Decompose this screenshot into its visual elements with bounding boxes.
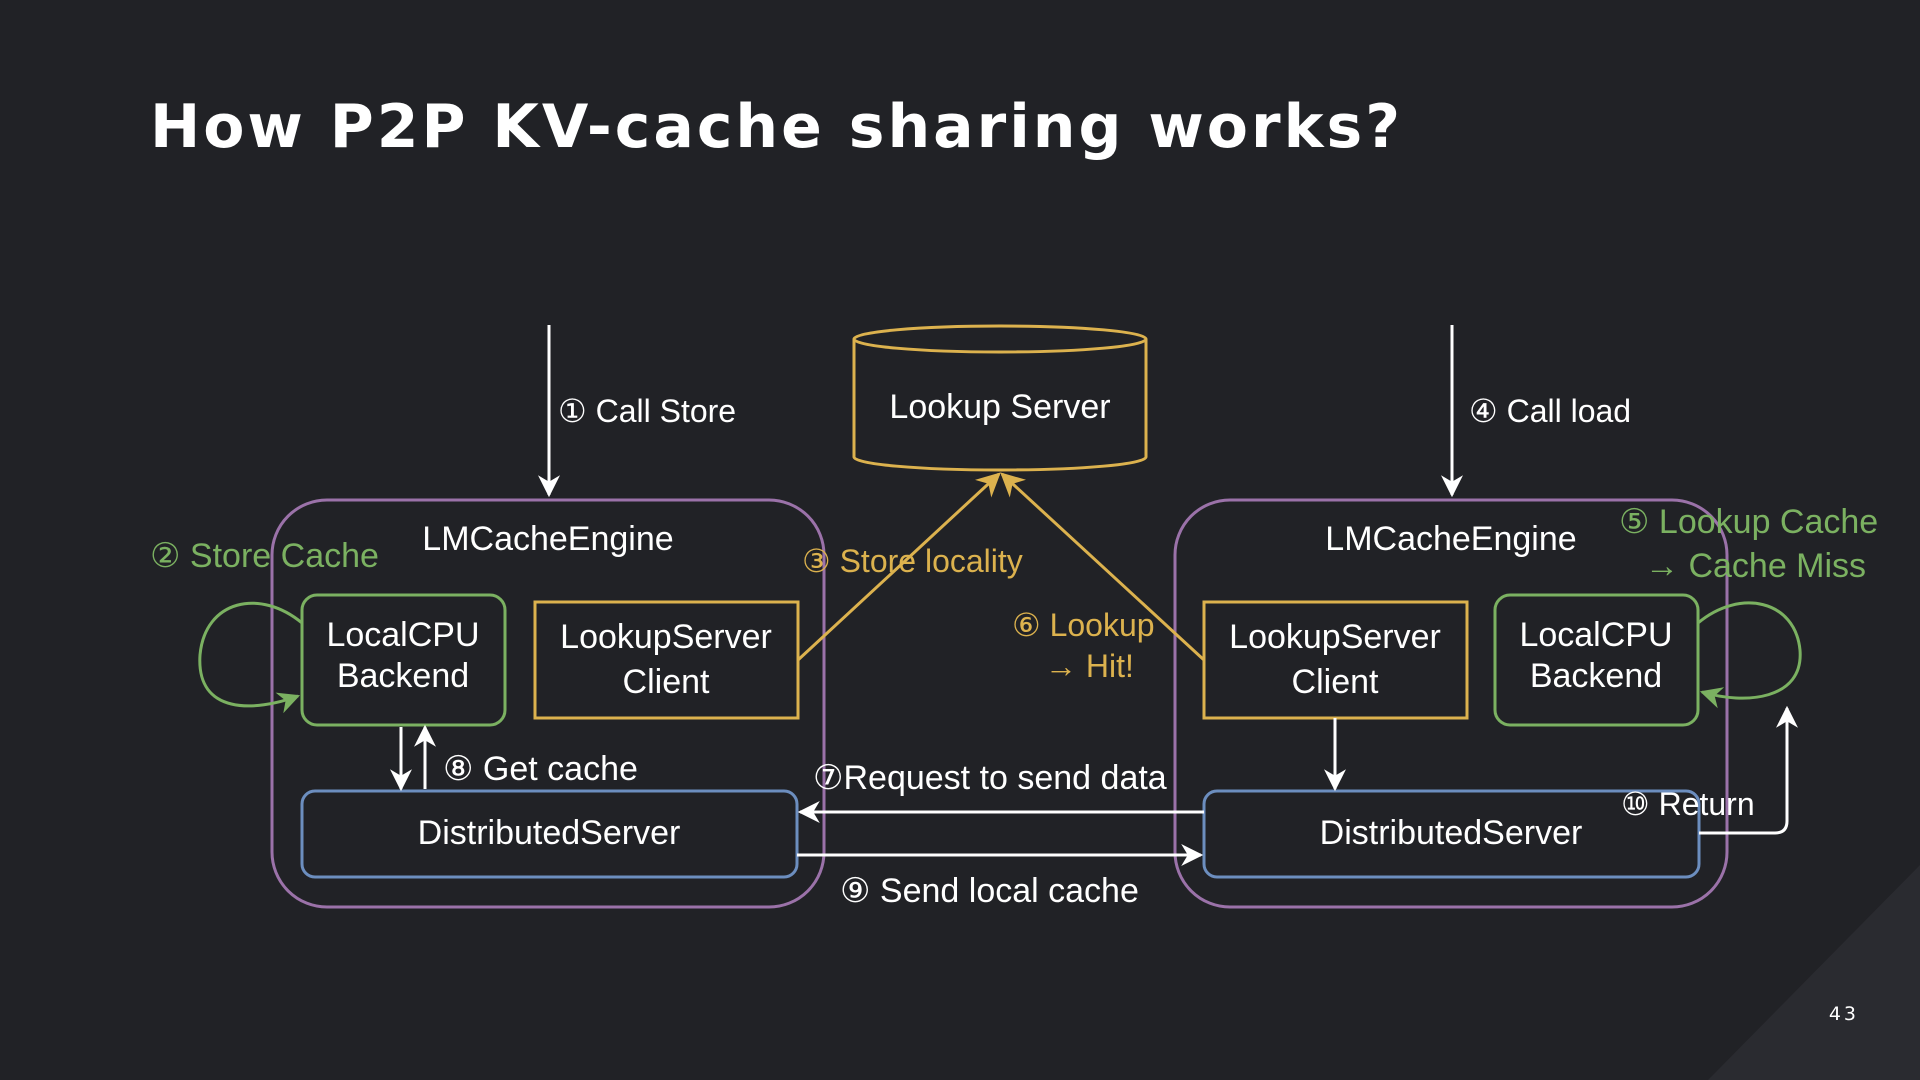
- right-engine-box: [1173, 498, 1729, 909]
- left-engine-label: LMCacheEngine: [422, 520, 673, 558]
- step-8-label: ⑧ Get cache: [443, 750, 638, 788]
- return-arrow: [1699, 705, 1798, 835]
- step-1-label: ① Call Store: [558, 393, 736, 429]
- store-locality-arrow: [796, 472, 1001, 662]
- left-distributed-label: DistributedServer: [418, 814, 681, 852]
- right-engine-label: LMCacheEngine: [1325, 520, 1576, 558]
- right-distributed-label: DistributedServer: [1320, 814, 1583, 852]
- right-lsclient-line1: LookupServer: [1229, 618, 1441, 656]
- right-lsclient-line2: Client: [1292, 663, 1379, 701]
- step-9-label: ⑨ Send local cache: [840, 872, 1139, 910]
- left-localcpu-line1: LocalCPU: [326, 616, 479, 654]
- store-cache-loop-arrow: [198, 601, 303, 714]
- lookup-server-label: Lookup Server: [889, 388, 1110, 426]
- left-localcpu-line2: Backend: [337, 657, 469, 695]
- step-7-label: ⑦Request to send data: [813, 759, 1167, 797]
- left-lsclient-line2: Client: [623, 663, 710, 701]
- right-engine: LMCacheEngine LookupServer Client LocalC…: [1173, 498, 1729, 909]
- lookup-server-cylinder: Lookup Server: [852, 324, 1148, 472]
- corner-decoration: [1708, 865, 1920, 1080]
- step-5-label-line1: ⑤ Lookup Cache: [1619, 503, 1878, 541]
- step-6-label-line2: → Hit!: [1045, 648, 1134, 684]
- step-6-label-line1: ⑥ Lookup: [1012, 607, 1155, 643]
- left-localcpu-box: [300, 593, 507, 727]
- left-lsclient-line1: LookupServer: [560, 618, 772, 656]
- slide-title: How P2P KV-cache sharing works?: [150, 92, 1404, 162]
- lookup-cache-loop-arrow: [1697, 601, 1802, 709]
- right-localcpu-box: [1493, 593, 1700, 727]
- step-2-label: ② Store Cache: [150, 537, 379, 575]
- lookup-arrow: [1000, 472, 1206, 662]
- step-5-label-line2: → Cache Miss: [1645, 547, 1866, 585]
- right-localcpu-line1: LocalCPU: [1519, 616, 1672, 654]
- step-10-label: ⑩ Return: [1621, 786, 1755, 822]
- left-engine: LMCacheEngine LocalCPU Backend LookupSer…: [270, 498, 826, 909]
- page-number: 43: [1828, 1003, 1859, 1025]
- step-3-label: ③ Store locality: [802, 543, 1023, 579]
- step-4-label: ④ Call load: [1469, 393, 1631, 429]
- left-distributed-box: [300, 789, 799, 879]
- right-localcpu-line2: Backend: [1530, 657, 1662, 695]
